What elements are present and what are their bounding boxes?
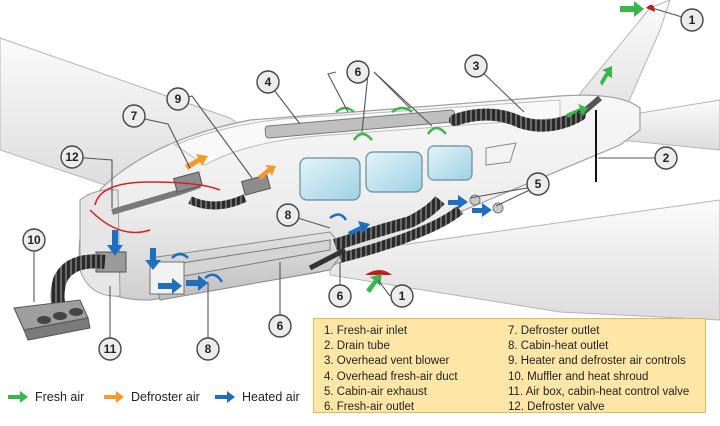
key-item: 8. Cabin-heat outlet <box>508 340 609 353</box>
defroster-outlet-box <box>173 171 203 193</box>
orange-arrow-icon <box>104 391 124 403</box>
svg-text:7: 7 <box>131 109 138 123</box>
legend-heated-air: Heated air <box>215 390 300 404</box>
callout-6-top: 6 <box>346 60 370 84</box>
muffler-hose <box>50 254 106 312</box>
heated-air-arrows <box>107 195 492 294</box>
key-item: 9. Heater and defroster air controls <box>508 355 686 368</box>
overhead-vent-hose <box>449 108 586 132</box>
legend-label: Fresh air <box>35 390 85 404</box>
right-wing <box>329 199 720 321</box>
window-4 <box>485 142 517 166</box>
svg-text:8: 8 <box>205 342 212 356</box>
legend-fresh-air: Fresh air <box>8 390 84 404</box>
control-cable <box>94 181 221 206</box>
callout-6-bottom-right: 6 <box>328 284 352 308</box>
key-item: 4. Overhead fresh-air duct <box>324 370 458 383</box>
callout-8-bottom: 8 <box>196 337 220 361</box>
defroster-outlet-box-right <box>241 174 271 196</box>
rear-heat-hose-2 <box>338 206 464 263</box>
key-item: 7. Defroster outlet <box>508 325 600 337</box>
window-1 <box>299 157 361 201</box>
callout-10: 10 <box>22 228 46 252</box>
legend-defroster-air: Defroster air <box>104 390 200 404</box>
rear-heat-hose-1 <box>333 196 445 251</box>
svg-text:6: 6 <box>337 289 344 303</box>
legend-label: Heated air <box>242 390 300 404</box>
callout-9: 9 <box>166 87 190 111</box>
heated-air-curls <box>171 213 348 283</box>
svg-text:11: 11 <box>104 342 117 356</box>
callout-5: 5 <box>526 172 550 196</box>
key-item: 5. Cabin-air exhaust <box>324 385 427 398</box>
key-column-left: 1. Fresh-air inlet 2. Drain tube 3. Over… <box>324 324 458 415</box>
key-item: 2. Drain tube <box>324 340 390 353</box>
svg-text:5: 5 <box>535 177 542 191</box>
callout-8-top: 8 <box>276 203 300 227</box>
green-arrow-icon <box>8 391 28 403</box>
key-item: 6. Fresh-air outlet <box>324 401 415 414</box>
muffler <box>13 299 91 341</box>
parts-key: 1. Fresh-air inlet 2. Drain tube 3. Over… <box>313 318 706 413</box>
window-3 <box>427 145 473 181</box>
callout-2: 2 <box>654 146 678 170</box>
fresh-air-arrows <box>366 1 644 293</box>
callout-4: 4 <box>256 70 280 94</box>
svg-text:9: 9 <box>175 92 182 106</box>
fin-fresh-air-inlet <box>646 4 655 12</box>
svg-text:10: 10 <box>27 233 41 247</box>
blue-arrow-icon <box>215 391 235 403</box>
cabin-air-exhaust-vent-2 <box>492 202 504 214</box>
key-item: 3. Overhead vent blower <box>324 355 450 368</box>
svg-text:1: 1 <box>399 289 406 303</box>
key-item: 1. Fresh-air inlet <box>324 325 408 337</box>
svg-text:2: 2 <box>663 151 670 165</box>
svg-text:6: 6 <box>277 319 284 333</box>
svg-text:1: 1 <box>689 13 696 27</box>
control-cable-2 <box>89 209 151 234</box>
window-2 <box>365 151 423 193</box>
fresh-air-inlet-scoop <box>365 270 392 275</box>
key-item: 12. Defroster valve <box>508 401 605 414</box>
callout-7: 7 <box>122 104 146 128</box>
key-item: 10. Muffler and heat shroud <box>508 370 649 383</box>
callout-6-bottom-left: 6 <box>268 314 292 338</box>
callout-1-bottom: 1 <box>390 284 414 308</box>
fresh-air-outlet-arcs <box>335 106 447 141</box>
svg-text:8: 8 <box>285 208 292 222</box>
svg-text:3: 3 <box>473 59 480 73</box>
key-item: 11. Air box, cabin-heat control valve <box>508 385 690 398</box>
defroster-arrows <box>185 154 276 180</box>
svg-text:12: 12 <box>65 150 79 164</box>
key-column-right: 7. Defroster outlet 8. Cabin-heat outlet… <box>508 324 689 415</box>
callout-11: 11 <box>98 337 122 361</box>
legend-label: Defroster air <box>131 390 200 404</box>
rear-tube <box>308 247 347 271</box>
defroster-hose <box>188 194 247 210</box>
svg-text:6: 6 <box>355 65 362 79</box>
callout-3: 3 <box>464 54 488 78</box>
callout-1-top: 1 <box>680 8 704 32</box>
svg-text:4: 4 <box>265 75 272 89</box>
callout-12: 12 <box>60 145 84 169</box>
